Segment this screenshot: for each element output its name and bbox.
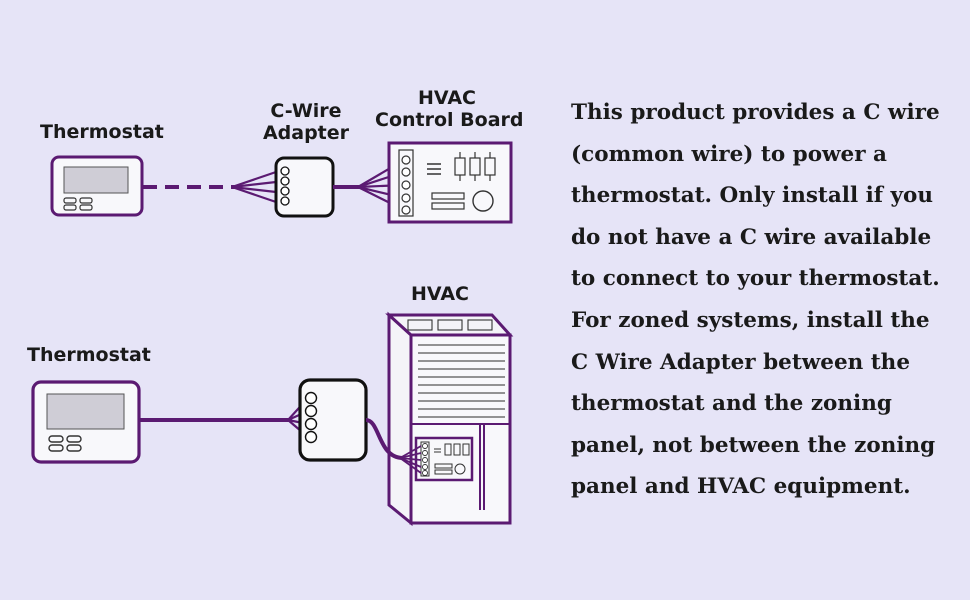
bottom-hvac-label: HVAC	[411, 283, 469, 305]
top-board-label-line1: HVAC	[418, 87, 476, 109]
wiring-diagram	[31, 141, 514, 527]
top-c-wire-adapter	[274, 156, 335, 218]
description-line: panel, not between the zoning	[571, 432, 936, 458]
description-line: thermostat. Only install if you	[571, 183, 933, 209]
top-thermostat-wire	[143, 170, 277, 204]
bottom-hvac-control-board	[414, 436, 474, 482]
top-thermostat	[50, 155, 144, 217]
hvac-louvers	[418, 344, 505, 418]
top-board-label-line2: Control Board	[375, 109, 524, 131]
description-line: (common wire) to power a	[571, 141, 887, 167]
description-line: For zoned systems, install the	[571, 307, 930, 333]
bottom-thermostat	[31, 380, 141, 464]
bottom-adapter-to-board-wires	[365, 418, 422, 474]
bottom-hvac-unit	[385, 311, 514, 527]
bottom-thermostat-label: Thermostat	[27, 344, 151, 366]
description-line: do not have a C wire available	[571, 224, 932, 250]
description-line: C Wire Adapter between the	[571, 349, 910, 375]
bottom-c-wire-adapter	[298, 378, 368, 462]
top-thermostat-label: Thermostat	[40, 121, 164, 143]
bottom-thermostat-wire	[140, 397, 309, 438]
description-line: This product provides a C wire	[571, 100, 940, 125]
top-adapter-label-line2: Adapter	[262, 122, 350, 144]
description-line: to connect to your thermostat.	[571, 266, 940, 292]
top-hvac-control-board	[387, 141, 513, 224]
top-adapter-label-line1: C-Wire	[270, 100, 342, 122]
product-description: This product provides a C wire (common w…	[571, 92, 963, 508]
description-line: panel and HVAC equipment.	[571, 474, 911, 500]
description-line: thermostat and the zoning	[571, 391, 892, 417]
